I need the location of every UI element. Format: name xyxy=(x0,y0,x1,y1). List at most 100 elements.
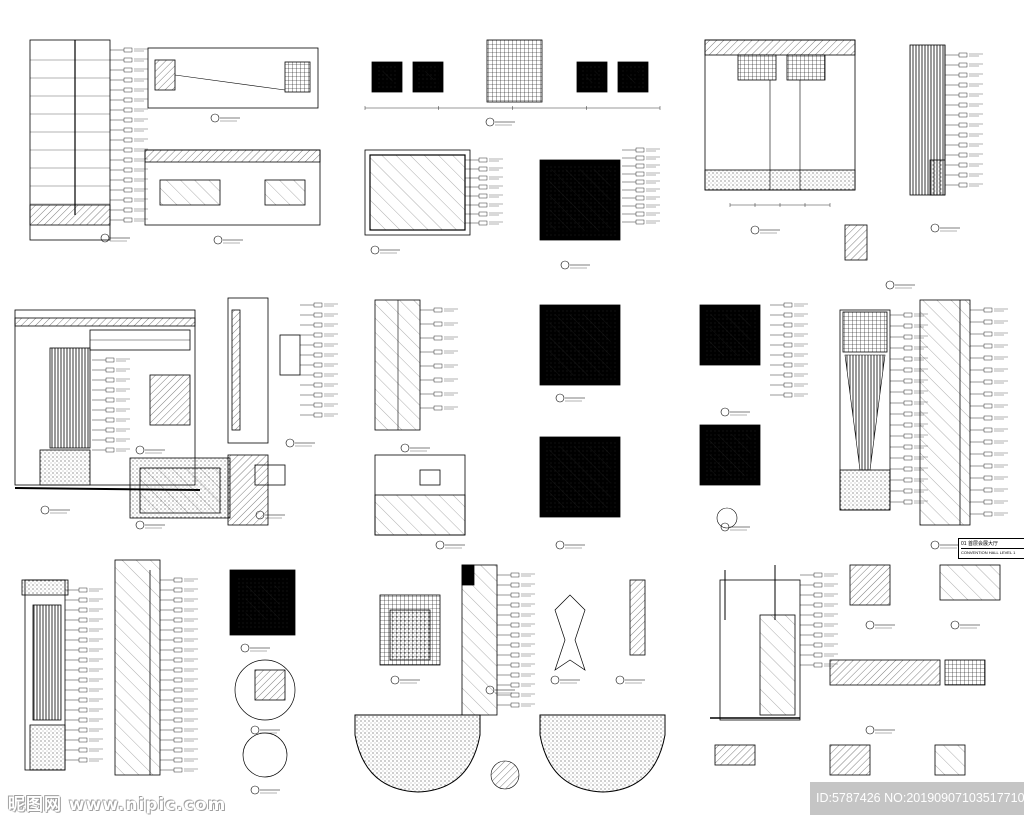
callout-tag xyxy=(78,747,88,753)
callout-tag xyxy=(105,397,115,403)
detail-marker xyxy=(240,643,250,653)
cad-outline xyxy=(284,61,311,93)
callout-tag xyxy=(123,207,133,213)
callout-tag xyxy=(635,171,645,177)
callout-tag xyxy=(78,637,88,643)
cad-outline xyxy=(374,299,421,431)
callout-tag xyxy=(123,147,133,153)
callout-tag xyxy=(903,367,913,373)
callout-tag xyxy=(433,405,443,411)
cad-outline xyxy=(231,309,241,431)
detail-marker xyxy=(285,438,295,448)
callout-tag xyxy=(510,622,520,628)
callout-tag xyxy=(173,577,183,583)
callout-tag xyxy=(173,637,183,643)
callout-tag xyxy=(78,627,88,633)
callout-tag xyxy=(958,112,968,118)
callout-tag xyxy=(78,587,88,593)
detail-marker xyxy=(885,280,895,290)
cad-outline xyxy=(786,54,826,81)
callout-tag xyxy=(983,451,993,457)
callout-tag xyxy=(903,411,913,417)
detail-marker xyxy=(135,520,145,530)
callout-tag xyxy=(78,677,88,683)
callout-tag xyxy=(958,62,968,68)
callout-tag xyxy=(123,57,133,63)
callout-tag xyxy=(635,211,645,217)
cad-outline xyxy=(719,579,801,721)
detail-marker xyxy=(720,522,730,532)
callout-tag xyxy=(105,407,115,413)
detail-marker xyxy=(250,785,260,795)
callout-tag xyxy=(510,592,520,598)
callout-tag xyxy=(478,184,488,190)
column-shaft xyxy=(844,354,886,471)
callout-tag xyxy=(78,697,88,703)
cad-outline xyxy=(254,669,286,701)
callout-tag xyxy=(783,342,793,348)
callout-tag xyxy=(958,72,968,78)
callout-tag xyxy=(983,307,993,313)
detail-marker xyxy=(40,505,50,515)
callout-tag xyxy=(903,499,913,505)
callout-tag xyxy=(123,167,133,173)
callout-tag xyxy=(510,702,520,708)
callout-tag xyxy=(983,403,993,409)
callout-tag xyxy=(173,657,183,663)
callout-tag xyxy=(433,321,443,327)
detail-marker xyxy=(435,540,445,550)
callout-tag xyxy=(478,220,488,226)
cad-outline xyxy=(708,433,752,477)
callout-tag xyxy=(903,323,913,329)
detail-circle xyxy=(716,507,738,529)
title-block-cn: 01 首层会展大厅 xyxy=(961,541,998,547)
callout-tag xyxy=(313,332,323,338)
callout-tag xyxy=(903,400,913,406)
cad-outline xyxy=(829,659,941,686)
callout-tag xyxy=(958,142,968,148)
callout-tag xyxy=(983,487,993,493)
detail-marker xyxy=(950,620,960,630)
callout-tag xyxy=(123,47,133,53)
callout-tag xyxy=(783,332,793,338)
callout-tag xyxy=(123,187,133,193)
cad-outline xyxy=(374,494,466,536)
cad-outline xyxy=(14,317,196,327)
detail-marker xyxy=(865,620,875,630)
callout-tag xyxy=(903,444,913,450)
detail-marker xyxy=(390,675,400,685)
callout-tag xyxy=(635,147,645,153)
callout-tag xyxy=(983,475,993,481)
callout-tag xyxy=(433,335,443,341)
callout-tag xyxy=(813,662,823,668)
detail-marker xyxy=(485,117,495,127)
callout-tag xyxy=(173,687,183,693)
cad-outline xyxy=(842,311,888,353)
callout-tag xyxy=(173,647,183,653)
callout-tag xyxy=(123,197,133,203)
cad-outline xyxy=(939,564,1001,601)
callout-tag xyxy=(173,677,183,683)
callout-tag xyxy=(313,402,323,408)
callout-tag xyxy=(510,652,520,658)
detail-marker xyxy=(213,235,223,245)
callout-tag xyxy=(433,377,443,383)
cad-outline xyxy=(14,309,196,486)
cad-outline xyxy=(144,149,321,163)
callout-tag xyxy=(903,378,913,384)
callout-tag xyxy=(105,447,115,453)
callout-tag xyxy=(783,322,793,328)
cad-outline xyxy=(929,159,946,196)
callout-tag xyxy=(123,157,133,163)
column-base-section xyxy=(539,714,666,793)
callout-tag xyxy=(635,179,645,185)
callout-tag xyxy=(123,117,133,123)
callout-tag xyxy=(123,87,133,93)
detail-marker xyxy=(930,223,940,233)
cad-outline xyxy=(461,564,475,586)
callout-tag xyxy=(313,382,323,388)
callout-tag xyxy=(958,162,968,168)
callout-tag xyxy=(105,417,115,423)
callout-tag xyxy=(123,97,133,103)
callout-tag xyxy=(783,372,793,378)
